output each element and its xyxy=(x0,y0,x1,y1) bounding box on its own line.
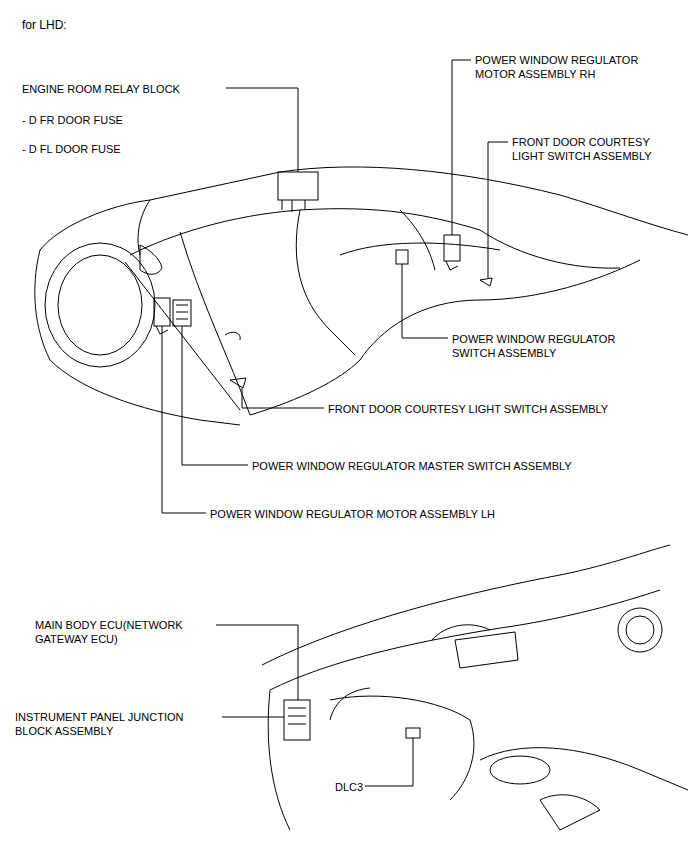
courtesy-switch-label: FRONT DOOR COURTESY LIGHT SWITCH ASSEMBL… xyxy=(328,402,608,416)
motor-label: POWER WINDOW REGULATOR MOTOR ASSEMBLY LH xyxy=(210,507,495,521)
relay-block-label: ENGINE ROOM RELAY BLOCK xyxy=(22,82,180,96)
motor-label: POWER WINDOW REGULATOR MOTOR ASSEMBLY RH xyxy=(475,53,665,81)
connector-label: DLC3 xyxy=(335,780,363,794)
junction-block-label: INSTRUMENT PANEL JUNCTION BLOCK ASSEMBLY xyxy=(15,710,217,738)
fuse-label: - D FR DOOR FUSE xyxy=(22,113,123,127)
fuse-label: - D FL DOOR FUSE xyxy=(22,142,121,156)
heading: for LHD: xyxy=(22,18,67,32)
ecu-label: MAIN BODY ECU(NETWORK GATEWAY ECU) xyxy=(35,618,211,646)
master-switch-label: POWER WINDOW REGULATOR MASTER SWITCH ASS… xyxy=(252,459,572,473)
switch-label: POWER WINDOW REGULATOR SWITCH ASSEMBLY xyxy=(452,332,642,360)
courtesy-switch-label: FRONT DOOR COURTESY LIGHT SWITCH ASSEMBL… xyxy=(512,135,680,163)
